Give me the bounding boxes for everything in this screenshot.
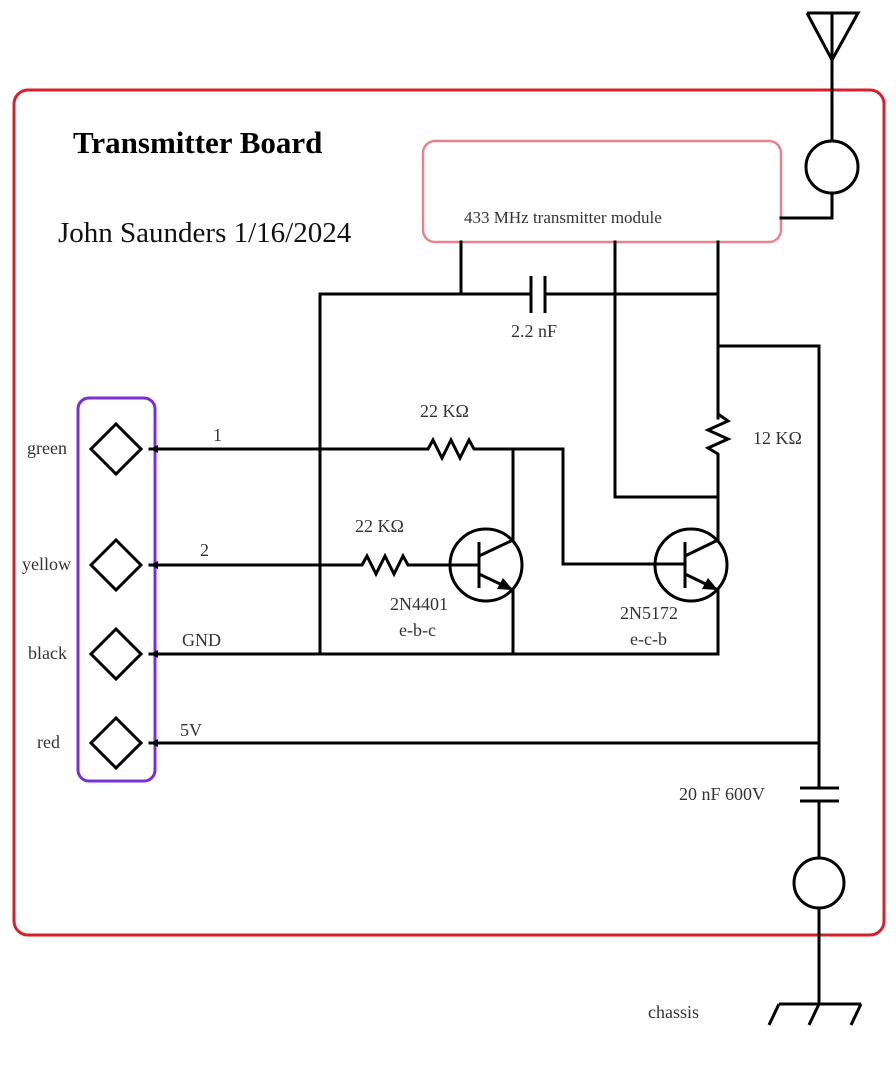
arrow-icon [150, 445, 158, 453]
resistor-r1-icon [424, 436, 478, 462]
pin-yellow-label: yellow [22, 554, 71, 574]
resistor-r2-icon [358, 552, 412, 578]
module-label: 433 MHz transmitter module [464, 208, 662, 227]
wire-r1-out [476, 447, 662, 566]
net-label-1: 1 [213, 425, 222, 445]
transistor-q1-icon [448, 527, 524, 603]
r3-value: 12 KΩ [753, 428, 802, 448]
q2-pinout: e-c-b [630, 629, 667, 649]
board-title: Transmitter Board [73, 125, 322, 160]
connector-block [76, 396, 157, 783]
net-label-5v: 5V [180, 720, 202, 740]
q1-pinout: e-b-c [399, 620, 436, 640]
c1-value: 2.2 nF [511, 321, 557, 341]
arrow-icon [150, 561, 158, 569]
author-date: John Saunders 1/16/2024 [58, 217, 352, 249]
antenna-ferrite-bead [804, 139, 860, 195]
q2-part: 2N5172 [620, 603, 678, 623]
chassis-label: chassis [648, 1002, 699, 1022]
connector-pin-red[interactable] [88, 715, 144, 771]
connector-pin-yellow[interactable] [88, 537, 144, 593]
r1-value: 22 KΩ [420, 401, 469, 421]
chassis-ground-icon [767, 1002, 863, 1026]
connector-pin-green[interactable] [88, 421, 144, 477]
connector-pin-black[interactable] [88, 626, 144, 682]
q1-part: 2N4401 [390, 594, 448, 614]
arrow-icon [150, 650, 158, 658]
chassis-ferrite-bead [792, 856, 846, 910]
transmitter-module [421, 139, 783, 244]
net-label-gnd: GND [182, 630, 221, 650]
c2-value: 20 nF 600V [679, 784, 765, 804]
pin-green-label: green [27, 438, 67, 458]
wire-module-antenna [779, 191, 834, 220]
wire-5v-branch [716, 344, 821, 788]
pin-black-label: black [28, 643, 67, 663]
resistor-r3-icon [704, 410, 732, 460]
pin-red-label: red [37, 732, 60, 752]
board-outline [12, 88, 886, 937]
capacitor-c1-icon [529, 276, 547, 313]
arrow-icon [150, 739, 158, 747]
antenna-icon [805, 11, 861, 143]
capacitor-c2-icon [800, 786, 839, 803]
r2-value: 22 KΩ [355, 516, 404, 536]
net-label-2: 2 [200, 540, 209, 560]
